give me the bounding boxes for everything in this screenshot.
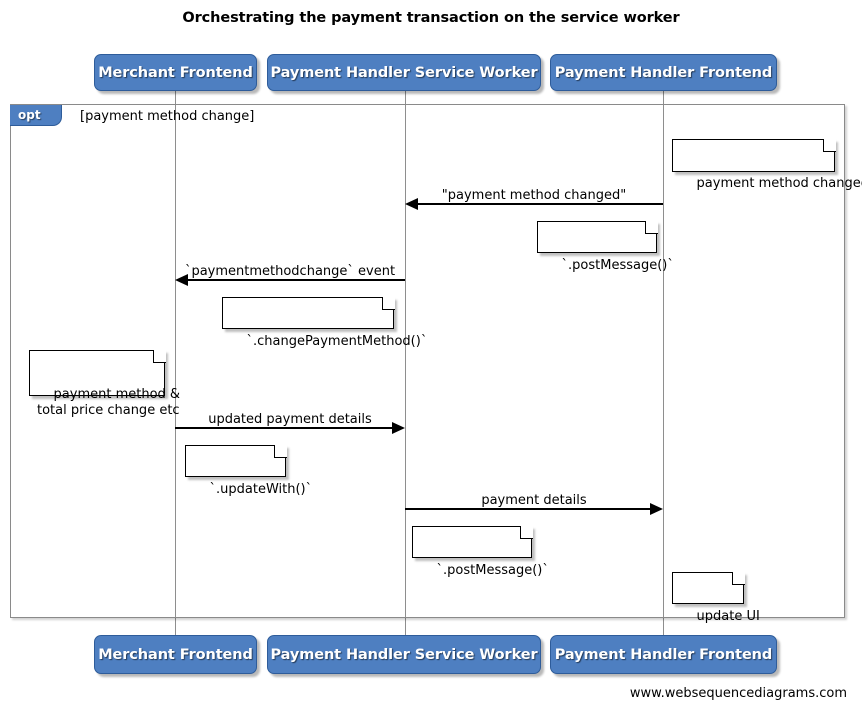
message-arrowhead-payment-details — [650, 503, 663, 515]
participant-label: Merchant Frontend — [98, 646, 253, 663]
lifeline-merchant — [175, 90, 176, 635]
opt-fragment-guard: [payment method change] — [80, 109, 255, 124]
participant-label: Payment Handler Service Worker — [270, 646, 538, 663]
page-title: Orchestrating the payment transaction on… — [182, 10, 680, 26]
participant-header-payment-handler-service-worker[interactable]: Payment Handler Service Worker — [267, 54, 541, 91]
note-post-message-2: `.postMessage()` — [412, 524, 549, 578]
note-fold-corner-icon — [822, 137, 836, 152]
note-text: `.postMessage()` — [436, 563, 549, 578]
participant-header-merchant-frontend[interactable]: Merchant Frontend — [94, 54, 257, 91]
participant-label: Payment Handler Frontend — [554, 64, 773, 81]
note-text: `.changePaymentMethod()` — [246, 334, 428, 349]
participant-header-payment-handler-frontend[interactable]: Payment Handler Frontend — [550, 54, 777, 91]
note-fold-corner-icon — [731, 570, 745, 585]
lifeline-payment-handler-frontend — [663, 90, 664, 635]
note-update-ui: update UI — [672, 570, 760, 624]
note-fold-corner-icon — [381, 295, 395, 310]
note-change-payment-method: `.changePaymentMethod()` — [222, 295, 427, 349]
footer-credit: www.websequencediagrams.com — [629, 686, 847, 701]
note-text: payment method changed — [696, 176, 862, 191]
participant-label: Payment Handler Frontend — [554, 646, 773, 663]
opt-fragment-tag-label: opt — [18, 108, 41, 122]
note-payment-method-and-total-price-change: payment method & total price change etc — [29, 348, 180, 418]
message-arrowhead-updated-payment-details — [392, 422, 405, 434]
note-fold-corner-icon — [644, 219, 658, 234]
participant-footer-merchant-frontend[interactable]: Merchant Frontend — [94, 635, 257, 674]
participant-label: Merchant Frontend — [98, 64, 253, 81]
note-text: `.postMessage()` — [561, 258, 674, 273]
opt-fragment-tag: opt — [10, 105, 62, 126]
opt-fragment-frame — [10, 104, 845, 618]
participant-footer-payment-handler-frontend[interactable]: Payment Handler Frontend — [550, 635, 777, 674]
note-post-message-1: `.postMessage()` — [537, 219, 674, 273]
message-label-updated-payment-details: updated payment details — [208, 412, 372, 427]
lifeline-payment-handler-service-worker — [405, 90, 406, 635]
note-text: update UI — [696, 609, 760, 624]
participant-footer-payment-handler-service-worker[interactable]: Payment Handler Service Worker — [267, 635, 541, 674]
note-text: payment method & total price change etc — [37, 387, 181, 418]
message-arrowhead-payment-method-changed — [405, 198, 418, 210]
participant-label: Payment Handler Service Worker — [270, 64, 538, 81]
message-line-updated-payment-details — [175, 427, 399, 429]
message-line-payment-details — [405, 508, 657, 510]
message-line-payment-method-changed — [411, 203, 663, 205]
message-line-paymentmethodchange-event — [181, 279, 405, 281]
message-arrowhead-paymentmethodchange-event — [175, 274, 188, 286]
note-update-with: `.updateWith()` — [185, 443, 312, 497]
message-label-payment-details: payment details — [481, 493, 587, 508]
note-fold-corner-icon — [152, 348, 166, 363]
note-payment-method-changed: payment method changed — [672, 137, 862, 191]
message-label-paymentmethodchange-event: `paymentmethodchange` event — [184, 264, 396, 279]
note-text: `.updateWith()` — [209, 482, 313, 497]
note-fold-corner-icon — [519, 524, 533, 539]
message-label-payment-method-changed: "payment method changed" — [441, 188, 627, 203]
note-fold-corner-icon — [273, 443, 287, 458]
